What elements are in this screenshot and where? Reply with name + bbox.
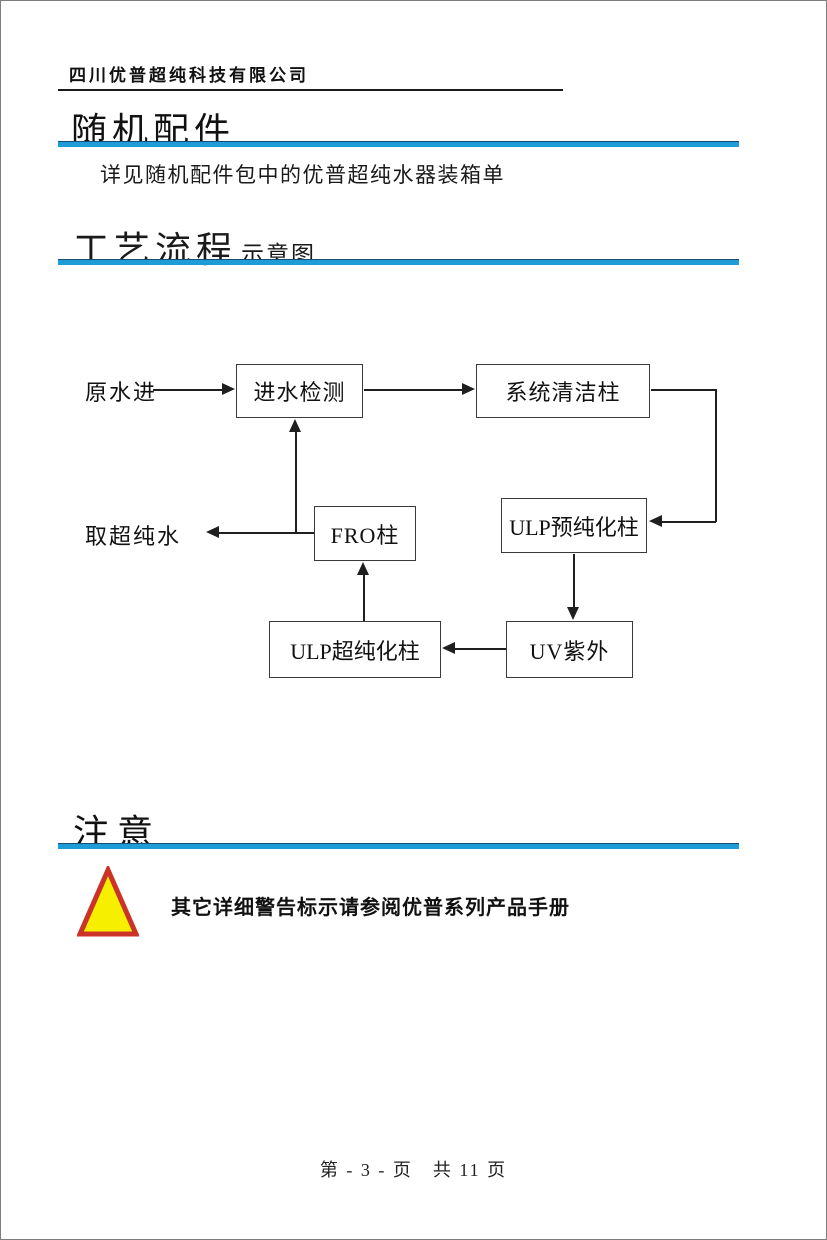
connector-recirculation	[295, 430, 297, 533]
arrowhead-down-icon	[567, 607, 579, 620]
connector-source-to-inlet	[153, 389, 225, 391]
connector-inlet-to-clean	[364, 389, 463, 391]
arrowhead-left-icon	[442, 642, 455, 654]
diagram-node-uv: UV紫外	[506, 621, 633, 678]
arrowhead-left-icon	[206, 526, 219, 538]
connector-clean-elbow-down	[715, 389, 717, 522]
connector-pre-to-uv	[573, 554, 575, 609]
arrowhead-right-icon	[462, 383, 475, 395]
connector-ultra-to-fro	[363, 574, 365, 621]
arrowhead-up-icon	[357, 562, 369, 575]
connector-clean-elbow-top	[651, 389, 716, 391]
connector-elbow-to-pre	[661, 521, 716, 523]
page-number: 第 - 3 - 页 共 11 页	[319, 1160, 508, 1180]
accessories-body: 详见随机配件包中的优普超纯水器装箱单	[100, 163, 505, 187]
diagram-node-system-clean: 系统清洁柱	[476, 364, 650, 418]
accessories-rule	[58, 141, 739, 147]
diagram-node-pre-purify: ULP预纯化柱	[501, 498, 647, 553]
process-title: 工艺流程	[73, 230, 238, 270]
connector-fro-to-output	[219, 532, 314, 534]
warning-triangle-icon	[77, 866, 139, 937]
diagram-node-ultra-purify: ULP超纯化柱	[269, 621, 441, 678]
diagram-node-fro: FRO柱	[314, 506, 416, 561]
connector-uv-to-ultra	[454, 648, 506, 650]
header-rule	[58, 89, 563, 91]
diagram-label-raw-water-in: 原水进	[85, 380, 158, 405]
diagram-label-ultrapure-out: 取超纯水	[85, 524, 182, 549]
arrowhead-left-icon	[649, 515, 662, 527]
section-title-process: 工艺流程 示意图	[73, 221, 316, 273]
arrowhead-up-icon	[289, 419, 301, 432]
notice-rule	[58, 843, 739, 849]
company-name: 四川优普超纯科技有限公司	[69, 66, 309, 85]
arrowhead-right-icon	[222, 383, 235, 395]
process-rule	[58, 259, 739, 265]
diagram-node-inlet-check: 进水检测	[236, 364, 363, 418]
warning-text: 其它详细警告标示请参阅优普系列产品手册	[171, 897, 570, 919]
